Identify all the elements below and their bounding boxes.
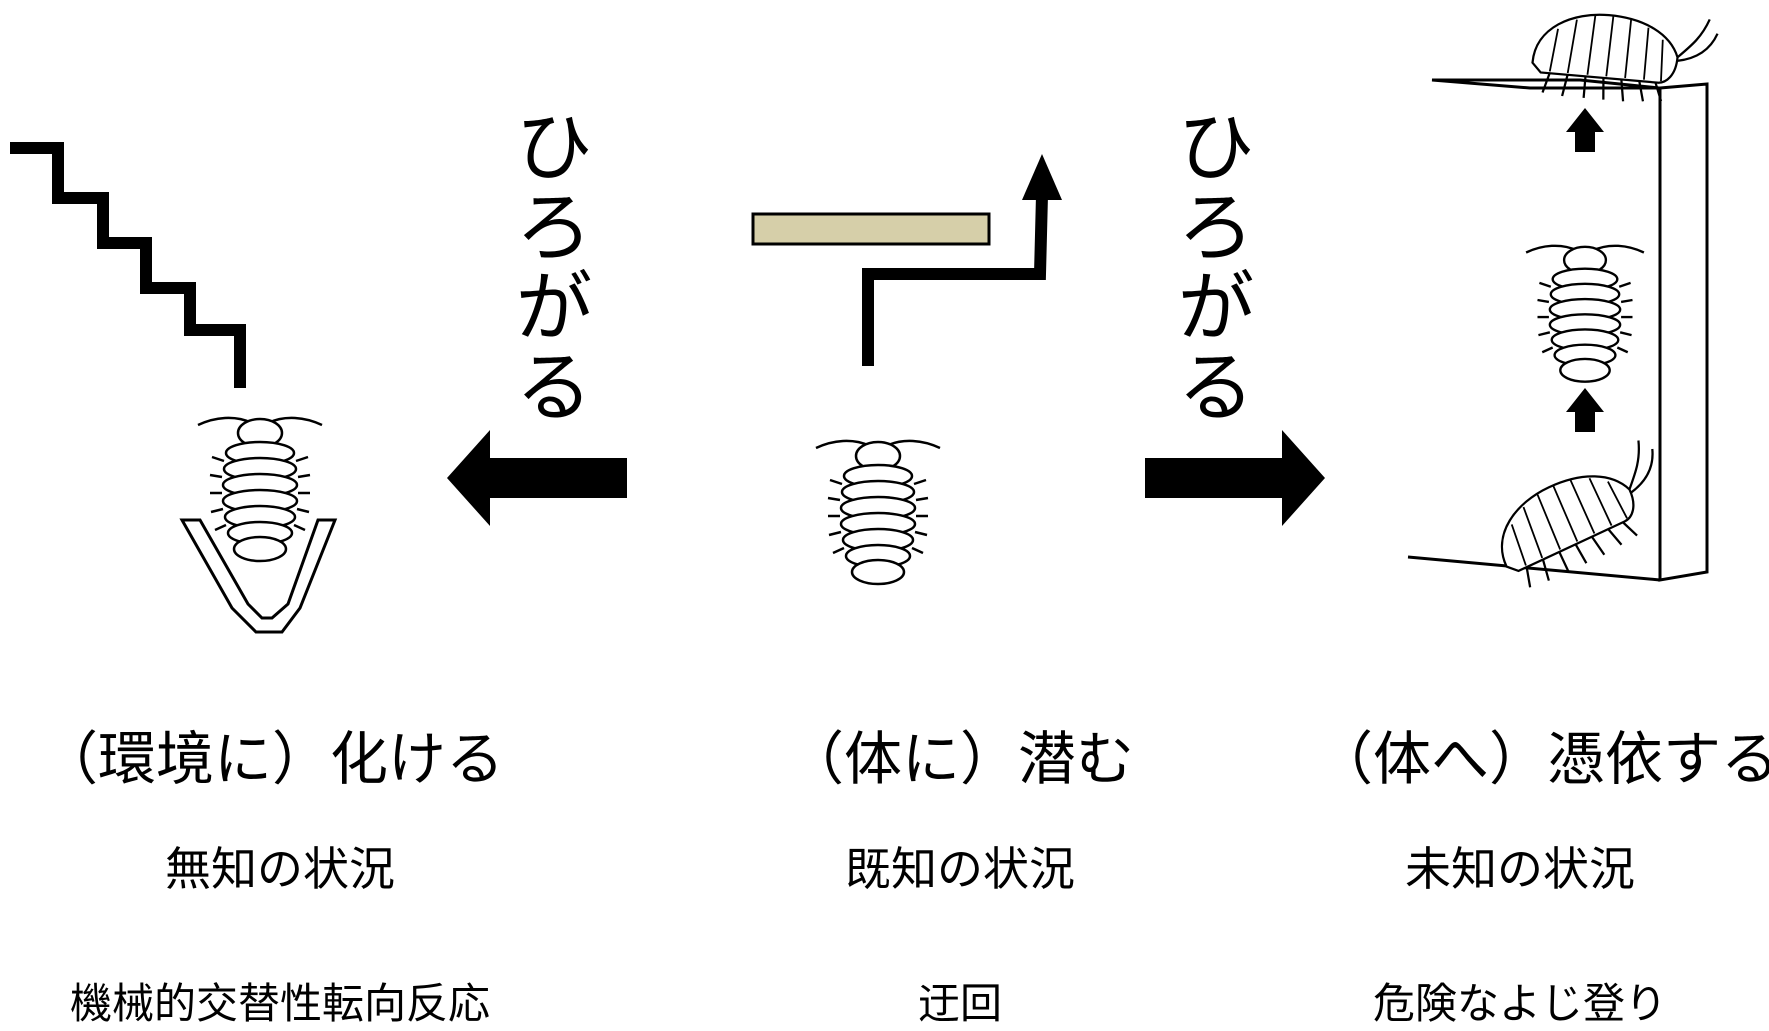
detour-path (862, 194, 1048, 366)
heading-left: （環境に）化ける (40, 725, 505, 793)
situation-center: 既知の状況 (845, 842, 1075, 896)
isopod-left-trap (179, 416, 338, 634)
climb-arrow-lower (1566, 388, 1604, 432)
isopod-right-bottom (1480, 435, 1686, 596)
isopod-center (814, 439, 942, 586)
behavior-center: 迂回 (917, 979, 1002, 1028)
behavior-left: 機械的交替性転向反応 (69, 979, 490, 1028)
heading-center: （体に）潜む (785, 725, 1134, 793)
climb-arrow-upper (1566, 108, 1604, 152)
spread-label-right: ひろがる (1164, 106, 1254, 426)
situation-left: 無知の状況 (165, 842, 395, 896)
heading-right: （体へ）憑依する (1315, 725, 1769, 793)
arrow-left (447, 430, 627, 526)
pillar (1407, 78, 1709, 582)
spread-label-left: ひろがる (502, 106, 592, 426)
detour-arrowhead (1022, 154, 1062, 200)
arrow-right (1145, 430, 1325, 526)
situation-right: 未知の状況 (1405, 842, 1635, 896)
behavior-right: 危険なよじ登り (1372, 979, 1667, 1028)
barrier-bar (751, 212, 991, 246)
isopod-right-middle (1524, 244, 1646, 383)
staircase-path (10, 142, 246, 388)
